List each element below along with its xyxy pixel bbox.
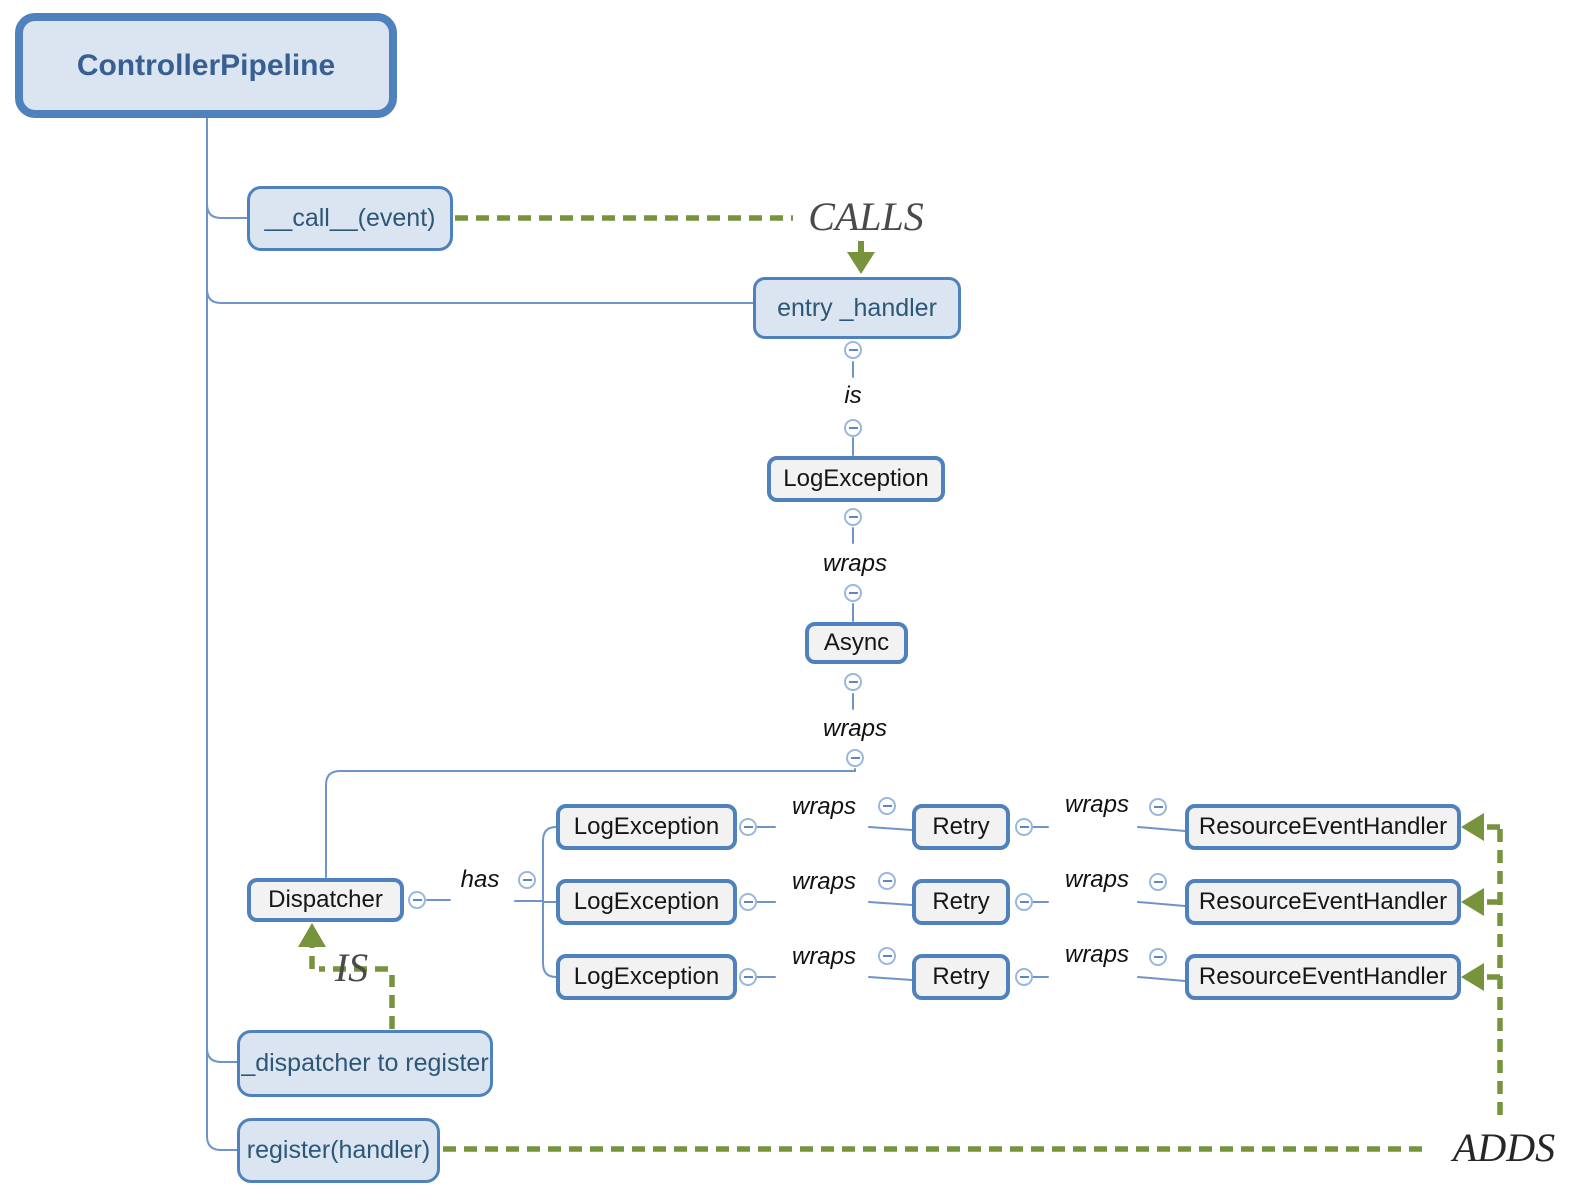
minus-icon — [743, 901, 753, 903]
minus-icon — [1019, 901, 1029, 903]
collapse-toggle-wraps-2[interactable] — [846, 749, 864, 767]
node-resource-event-handler-row1[interactable]: ResourceEventHandler — [1185, 804, 1461, 850]
node-log-exception-row3[interactable]: LogException — [556, 954, 737, 1000]
edge-row2-d — [1137, 901, 1186, 907]
edge-label-wraps-row2b: wraps — [1064, 866, 1130, 893]
collapse-toggle-retry-row2[interactable] — [1015, 893, 1033, 911]
node-retry-row3[interactable]: Retry — [912, 954, 1010, 1000]
node-retry-row2[interactable]: Retry — [912, 879, 1010, 925]
minus-icon — [882, 805, 892, 807]
minus-icon — [848, 681, 858, 683]
collapse-toggle-pre-reh-row3[interactable] — [1149, 948, 1167, 966]
edge-wraps-dispatcher-elbow — [325, 768, 856, 878]
minus-icon — [850, 757, 860, 759]
collapse-toggle-le-row3[interactable] — [739, 968, 757, 986]
edge-row3-b — [868, 976, 913, 981]
minus-icon — [848, 516, 858, 518]
minus-icon — [882, 880, 892, 882]
edge-row1-d — [1137, 826, 1186, 832]
edge-label-wraps-row1a: wraps — [791, 793, 857, 820]
minus-icon — [1153, 806, 1163, 808]
node-resource-event-handler-row3[interactable]: ResourceEventHandler — [1185, 954, 1461, 1000]
collapse-toggle-retry-row3[interactable] — [1015, 968, 1033, 986]
node-async[interactable]: Async — [805, 622, 908, 664]
collapse-toggle-wraps-1[interactable] — [844, 584, 862, 602]
edge-label-has: has — [460, 866, 500, 893]
collapse-toggle-async[interactable] — [844, 673, 862, 691]
minus-icon — [882, 955, 892, 957]
node-entry-handler[interactable]: entry _handler — [753, 277, 961, 339]
node-controller-pipeline[interactable]: ControllerPipeline — [15, 13, 397, 118]
minus-icon — [1153, 881, 1163, 883]
collapse-toggle-le-row1[interactable] — [739, 818, 757, 836]
minus-icon — [1019, 826, 1029, 828]
collapse-toggle-is[interactable] — [844, 419, 862, 437]
edge-trunk — [206, 117, 238, 1151]
collapse-toggle-pre-reh-row2[interactable] — [1149, 873, 1167, 891]
blue-edges — [206, 117, 1186, 1151]
minus-icon — [848, 592, 858, 594]
minus-icon — [1153, 956, 1163, 958]
minus-icon — [1019, 976, 1029, 978]
edge-label-wraps-main2: wraps — [822, 715, 888, 742]
green-dashed-edges — [309, 215, 1503, 1152]
edge-label-wraps-row2a: wraps — [791, 868, 857, 895]
edge-row3-d — [1137, 976, 1186, 982]
edge-label-wraps-row3b: wraps — [1064, 941, 1130, 968]
edge-branch-call — [206, 203, 248, 219]
edge-branch-dispatcher-to-register — [206, 1047, 238, 1063]
node-dispatcher-to-register[interactable]: _dispatcher to register — [237, 1030, 493, 1097]
collapse-toggle-logexception-main[interactable] — [844, 508, 862, 526]
node-retry-row1[interactable]: Retry — [912, 804, 1010, 850]
node-call-event[interactable]: __call__(event) — [247, 186, 453, 251]
collapse-toggle-dispatcher[interactable] — [408, 891, 426, 909]
edge-row1-b — [868, 826, 913, 831]
minus-icon — [848, 427, 858, 429]
adds-arrowhead-row2 — [1461, 888, 1484, 916]
is-arrowhead — [298, 923, 326, 947]
node-log-exception-main[interactable]: LogException — [767, 456, 945, 502]
node-log-exception-row1[interactable]: LogException — [556, 804, 737, 850]
collapse-toggle-retry-row1[interactable] — [1015, 818, 1033, 836]
adds-arrowhead-row1 — [1461, 813, 1484, 841]
minus-icon — [743, 826, 753, 828]
relation-label-calls: CALLS — [808, 194, 924, 239]
collapse-toggle-pre-retry-row3[interactable] — [878, 947, 896, 965]
collapse-toggle-pre-retry-row1[interactable] — [878, 797, 896, 815]
minus-icon — [412, 899, 422, 901]
edge-branch-entry — [206, 288, 754, 304]
edge-label-wraps-main1: wraps — [822, 550, 888, 577]
edge-label-is: is — [844, 382, 862, 409]
relation-label-adds: ADDS — [1452, 1125, 1556, 1170]
collapse-toggle-entry[interactable] — [844, 341, 862, 359]
edge-label-wraps-row3a: wraps — [791, 943, 857, 970]
calls-arrow-stem — [858, 241, 864, 254]
collapse-toggle-le-row2[interactable] — [739, 893, 757, 911]
green-arrowheads — [298, 241, 1484, 991]
adds-arrowhead-row3 — [1461, 963, 1484, 991]
minus-icon — [743, 976, 753, 978]
relation-label-is: IS — [334, 945, 369, 990]
node-dispatcher[interactable]: Dispatcher — [247, 878, 404, 922]
calls-arrowhead — [847, 252, 875, 274]
minus-icon — [848, 349, 858, 351]
node-resource-event-handler-row2[interactable]: ResourceEventHandler — [1185, 879, 1461, 925]
node-register-handler[interactable]: register(handler) — [237, 1118, 440, 1183]
edge-row2-b — [868, 901, 913, 906]
collapse-toggle-has[interactable] — [518, 871, 536, 889]
collapse-toggle-pre-retry-row2[interactable] — [878, 872, 896, 890]
collapse-toggle-pre-reh-row1[interactable] — [1149, 798, 1167, 816]
minus-icon — [522, 879, 532, 881]
node-log-exception-row2[interactable]: LogException — [556, 879, 737, 925]
edge-label-wraps-row1b: wraps — [1064, 791, 1130, 818]
